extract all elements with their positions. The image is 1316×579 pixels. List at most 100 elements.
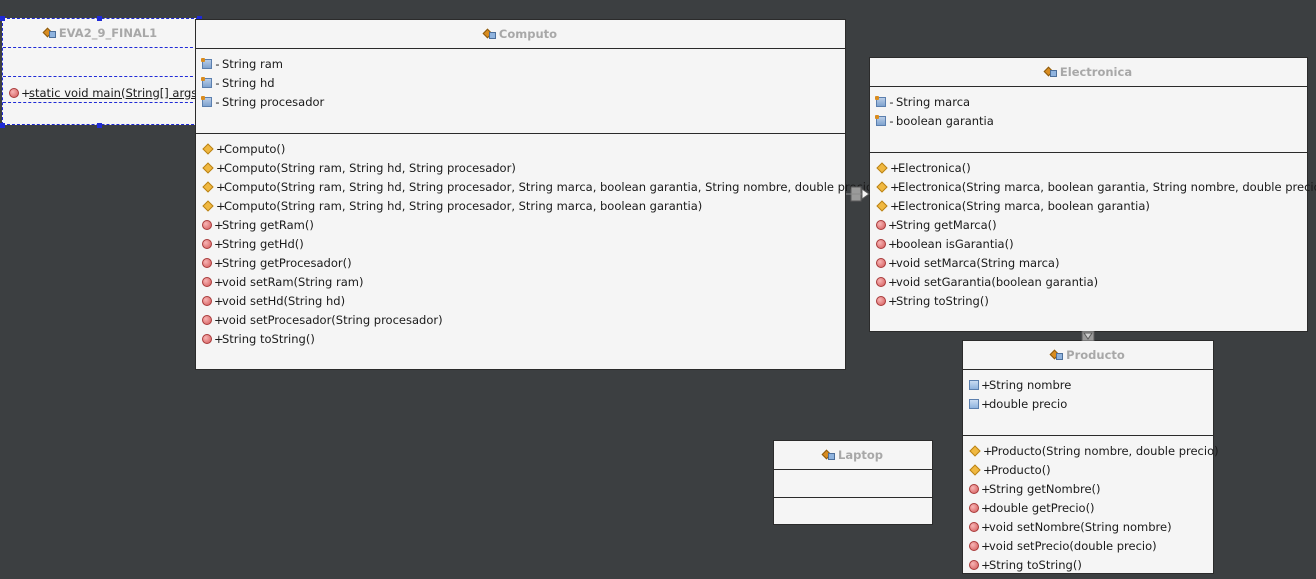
visibility: +: [216, 160, 226, 175]
operation-row[interactable]: +void setNombre(String nombre): [969, 517, 1213, 536]
visibility: -: [889, 94, 894, 109]
class-computo[interactable]: Computo -String ram -String hd -String p…: [195, 19, 878, 370]
operation-row[interactable]: +Producto(String nombre, double precio): [969, 441, 1219, 460]
selection-handle[interactable]: [197, 16, 202, 21]
operation-row[interactable]: +boolean isGarantia(): [876, 234, 1307, 253]
operation-signature: Computo(): [224, 141, 286, 156]
visibility: +: [981, 519, 991, 534]
operation-signature: static void main(String[] args): [29, 85, 202, 100]
class-header[interactable]: Laptop: [774, 441, 932, 470]
operation-row[interactable]: +void setPrecio(double precio): [969, 536, 1213, 555]
operation-row[interactable]: +Electronica(): [876, 158, 1307, 177]
operations-section: +Computo() +Computo(String ram, String h…: [196, 134, 878, 348]
selection-handle[interactable]: [97, 16, 102, 21]
operation-row[interactable]: +Computo(String ram, String hd, String p…: [202, 177, 878, 196]
class-header[interactable]: Producto: [963, 341, 1213, 370]
operation-signature: Electronica(String marca, boolean garant…: [898, 198, 1150, 213]
class-eva2-9-final1[interactable]: EVA2_9_FINAL1 + static void main(String[…: [2, 18, 202, 125]
attribute-row[interactable]: -boolean garantia: [875, 111, 1307, 130]
attribute-row[interactable]: -String ram: [201, 54, 845, 73]
operations-section: +Electronica() +Electronica(String marca…: [870, 153, 1316, 310]
selection-handle[interactable]: [97, 123, 102, 128]
operation-signature: Computo(String ram, String hd, String pr…: [224, 198, 703, 213]
operation-signature: Producto(String nombre, double precio): [991, 443, 1219, 458]
operation-row[interactable]: +Computo(): [202, 139, 845, 158]
operation-row[interactable]: +void setMarca(String marca): [876, 253, 1307, 272]
operation-row[interactable]: +String toString(): [202, 329, 845, 348]
private-field-icon: [875, 95, 886, 107]
visibility: +: [981, 557, 991, 572]
operation-row[interactable]: +String getRam(): [202, 215, 845, 234]
attribute-row[interactable]: +String nombre: [969, 375, 1213, 394]
operation-row[interactable]: +String getProcesador(): [202, 253, 845, 272]
operation-row[interactable]: +void setGarantia(boolean garantia): [876, 272, 1307, 291]
attribute-signature: String hd: [222, 75, 275, 90]
inheritance-connector-electronica-producto[interactable]: [1080, 331, 1096, 341]
operation-row[interactable]: +Computo(String ram, String hd, String p…: [202, 196, 845, 215]
visibility: +: [888, 293, 898, 308]
operation-signature: double getPrecio(): [989, 500, 1095, 515]
class-header[interactable]: Computo: [196, 20, 845, 49]
operation-row[interactable]: +void setRam(String ram): [202, 272, 845, 291]
operation-signature: Electronica(): [898, 160, 971, 175]
operation-row[interactable]: +String getMarca(): [876, 215, 1307, 234]
operation-row[interactable]: +String getHd(): [202, 234, 845, 253]
visibility: +: [890, 160, 900, 175]
class-name: Producto: [1066, 348, 1125, 362]
method-icon: [876, 238, 886, 249]
operation-signature: Electronica(String marca, boolean garant…: [898, 179, 1316, 194]
inheritance-connector-computo-electronica[interactable]: [846, 184, 870, 204]
visibility: -: [215, 94, 220, 109]
constructor-icon: [202, 199, 214, 212]
operation-row[interactable]: +String getNombre(): [969, 479, 1213, 498]
operation-row[interactable]: +Electronica(String marca, boolean garan…: [876, 177, 1316, 196]
attribute-row[interactable]: -String procesador: [201, 92, 845, 111]
class-laptop[interactable]: Laptop: [773, 440, 933, 525]
operation-signature: void setMarca(String marca): [896, 255, 1060, 270]
operation-row[interactable]: +String toString(): [969, 555, 1213, 574]
attributes-section: -String marca -boolean garantia: [870, 87, 1307, 153]
operation-signature: String getMarca(): [896, 217, 997, 232]
visibility: +: [216, 179, 226, 194]
class-name: Electronica: [1059, 65, 1133, 79]
public-field-icon: [969, 379, 979, 390]
operation-signature: Computo(String ram, String hd, String pr…: [224, 160, 516, 175]
class-header[interactable]: EVA2_9_FINAL1: [3, 19, 198, 48]
class-electronica[interactable]: Electronica -String marca -boolean garan…: [869, 57, 1316, 332]
operation-row[interactable]: +Producto(): [969, 460, 1213, 479]
attribute-row[interactable]: -String hd: [201, 73, 845, 92]
operation-row[interactable]: +double getPrecio(): [969, 498, 1213, 517]
attribute-row[interactable]: -String marca: [875, 92, 1307, 111]
constructor-icon: [202, 142, 214, 155]
operation-row[interactable]: +void setHd(String hd): [202, 291, 845, 310]
operation-signature: Computo(String ram, String hd, String pr…: [224, 179, 878, 194]
class-name: Laptop: [838, 448, 883, 462]
class-name: EVA2_9_FINAL1: [58, 26, 158, 40]
selection-handle[interactable]: [0, 16, 5, 21]
visibility: +: [216, 141, 226, 156]
selection-handle[interactable]: [0, 123, 5, 128]
attribute-signature: double precio: [989, 396, 1068, 411]
operations-section: +Producto(String nombre, double precio) …: [963, 436, 1219, 574]
method-icon: [202, 295, 212, 306]
method-icon: [969, 483, 979, 494]
operation-row[interactable]: +void setProcesador(String procesador): [202, 310, 845, 329]
constructor-icon: [876, 199, 888, 212]
method-icon: [876, 219, 886, 230]
visibility: +: [21, 85, 31, 100]
operation-row[interactable]: +Electronica(String marca, boolean garan…: [876, 196, 1307, 215]
operation-row[interactable]: +Computo(String ram, String hd, String p…: [202, 158, 845, 177]
operation-row[interactable]: + static void main(String[] args): [9, 83, 202, 102]
visibility: +: [888, 255, 898, 270]
attributes-section: +String nombre +double precio: [963, 370, 1213, 436]
visibility: +: [216, 198, 226, 213]
operation-signature: String getNombre(): [989, 481, 1101, 496]
visibility: +: [888, 236, 898, 251]
class-producto[interactable]: Producto +String nombre +double precio +…: [962, 340, 1219, 574]
visibility: +: [890, 179, 900, 194]
constructor-icon: [876, 180, 888, 193]
operation-row[interactable]: +String toString(): [876, 291, 1307, 310]
attribute-row[interactable]: +double precio: [969, 394, 1213, 413]
class-header[interactable]: Electronica: [870, 58, 1307, 87]
method-icon: [202, 257, 212, 268]
